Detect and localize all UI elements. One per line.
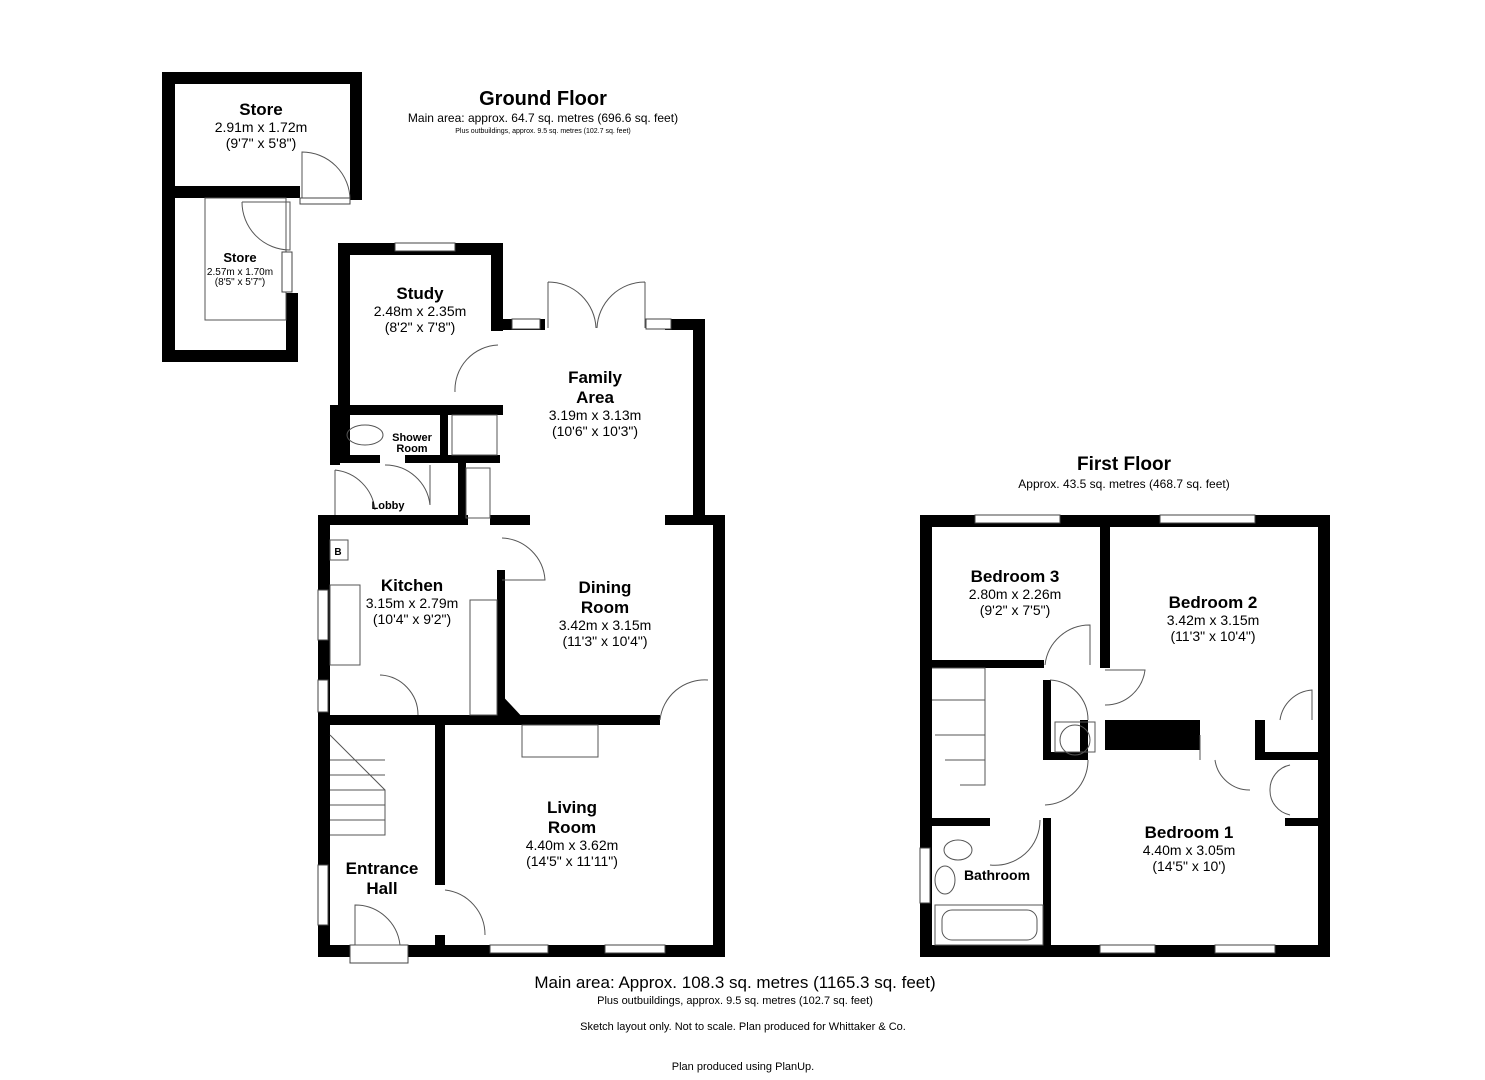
room-bedroom-1: Bedroom 1 4.40m x 3.05m (14'5" x 10') (1143, 823, 1236, 874)
room-imperial: (10'4" x 9'2") (373, 611, 451, 627)
room-shower-room: Shower Room (392, 432, 432, 455)
total-area: Main area: Approx. 108.3 sq. metres (116… (534, 973, 935, 992)
room-imperial: (8'2" x 7'8") (385, 319, 456, 335)
room-imperial: (14'5" x 10') (1152, 858, 1225, 874)
ground-floor-walls (317, 242, 725, 964)
room-imperial: (9'2" x 7'5") (980, 602, 1051, 618)
room-name: Store (223, 250, 256, 265)
boiler-label: B (334, 547, 341, 558)
room-name: Entrance (346, 859, 419, 878)
room-name: Family (568, 368, 622, 387)
room-name: Bedroom 3 (971, 567, 1060, 586)
room-imperial: (10'6" x 10'3") (552, 423, 638, 439)
room-entrance-hall: Entrance Hall (346, 859, 419, 898)
room-name: Hall (366, 879, 397, 898)
room-lobby: Lobby (372, 500, 406, 512)
room-metric: 2.57m x 1.70m (207, 267, 273, 278)
room-metric: 2.48m x 2.35m (374, 303, 467, 319)
room-name: Room (396, 443, 427, 455)
room-metric: 4.40m x 3.05m (1143, 842, 1236, 858)
ground-floor-outbuildings: Plus outbuildings, approx. 9.5 sq. metre… (455, 128, 631, 135)
ground-floor-area: Main area: approx. 64.7 sq. metres (696.… (408, 111, 678, 125)
ground-floor-title: Ground Floor (479, 88, 607, 110)
room-name: Dining (579, 578, 632, 597)
room-family-area: Family Area 3.19m x 3.13m (10'6" x 10'3"… (549, 368, 642, 439)
total-outbuildings: Plus outbuildings, approx. 9.5 sq. metre… (597, 995, 873, 1007)
room-name: Bedroom 2 (1169, 593, 1258, 612)
outbuildings-walls (162, 72, 362, 362)
room-name: Study (396, 284, 444, 303)
room-metric: 3.15m x 2.79m (366, 595, 459, 611)
room-imperial: (14'5" x 11'11") (526, 853, 618, 869)
credit: Plan produced using PlanUp. (672, 1061, 814, 1073)
room-name: Kitchen (381, 576, 443, 595)
room-name: Room (548, 818, 596, 837)
first-floor-area: Approx. 43.5 sq. metres (468.7 sq. feet) (1018, 477, 1229, 491)
room-living-room: Living Room 4.40m x 3.62m (14'5" x 11'11… (526, 798, 619, 869)
room-name: Bedroom 1 (1145, 823, 1234, 842)
first-floor-title: First Floor (1077, 454, 1172, 475)
room-metric: 3.42m x 3.15m (1167, 612, 1260, 628)
room-metric: 2.80m x 2.26m (969, 586, 1062, 602)
room-name: Room (581, 598, 629, 617)
room-metric: 3.42m x 3.15m (559, 617, 652, 633)
room-imperial: (11'3" x 10'4") (562, 633, 647, 649)
room-dining-room: Dining Room 3.42m x 3.15m (11'3" x 10'4"… (559, 578, 652, 649)
room-imperial: (8'5" x 5'7") (215, 277, 265, 288)
first-floor-walls (919, 514, 1330, 957)
room-bedroom-3: Bedroom 3 2.80m x 2.26m (9'2" x 7'5") (969, 567, 1062, 618)
room-imperial: (11'3" x 10'4") (1170, 628, 1255, 644)
room-store-1: Store 2.91m x 1.72m (9'7" x 5'8") (215, 100, 308, 151)
room-bathroom: Bathroom (964, 867, 1030, 883)
room-kitchen: Kitchen 3.15m x 2.79m (10'4" x 9'2") (366, 576, 459, 627)
room-name: Shower (392, 432, 432, 444)
room-metric: 4.40m x 3.62m (526, 837, 619, 853)
room-name: Store (239, 100, 282, 119)
room-metric: 2.91m x 1.72m (215, 119, 308, 135)
room-store-2: Store 2.57m x 1.70m (8'5" x 5'7") (207, 250, 273, 288)
room-name: Living (547, 798, 597, 817)
room-imperial: (9'7" x 5'8") (226, 135, 297, 151)
room-metric: 3.19m x 3.13m (549, 407, 642, 423)
disclaimer: Sketch layout only. Not to scale. Plan p… (580, 1021, 906, 1033)
room-name: Area (576, 388, 614, 407)
room-bedroom-2: Bedroom 2 3.42m x 3.15m (11'3" x 10'4") (1167, 593, 1260, 644)
room-study: Study 2.48m x 2.35m (8'2" x 7'8") (374, 284, 467, 335)
